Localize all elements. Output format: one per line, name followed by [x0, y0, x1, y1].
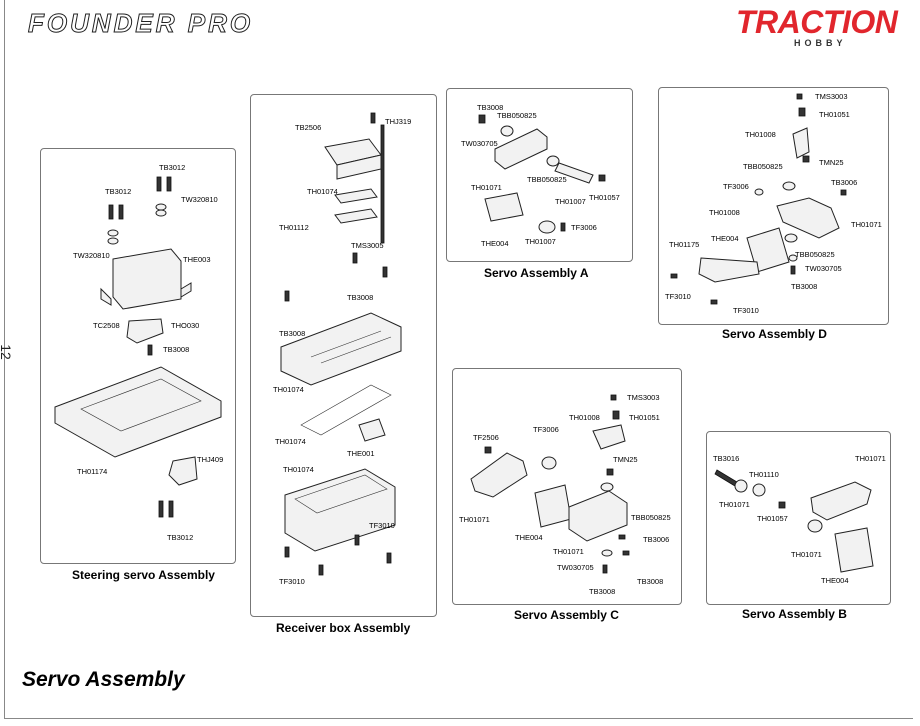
servo-b-diagram [714, 469, 874, 573]
part-label: TB3008 [791, 282, 818, 291]
servo-a-diagram [478, 114, 606, 234]
steering-servo-panel: TB3012 TB3012 TW320810 TW320810 THE003 T… [40, 148, 236, 564]
part-label: TH01007 [525, 237, 556, 246]
part-label: TB3012 [167, 533, 194, 542]
part-label: TBB050825 [631, 513, 671, 522]
founder-pro-logo: FOUNDER PRO [27, 8, 254, 39]
part-label: TF3010 [369, 521, 395, 530]
part-label: TH01008 [709, 208, 740, 217]
part-label: TH01007 [555, 197, 586, 206]
part-label: TF3010 [665, 292, 691, 301]
part-label: TMN25 [613, 455, 638, 464]
part-label: TBB050825 [497, 111, 537, 120]
receiver-box-title: Receiver box Assembly [276, 621, 411, 635]
part-label: TBB050825 [795, 250, 835, 259]
part-label: TH01175 [669, 240, 700, 249]
part-label: TB3008 [589, 587, 616, 596]
part-label: TC2508 [93, 321, 120, 330]
part-label: TMS3003 [815, 92, 848, 101]
part-label: TH01071 [719, 500, 750, 509]
part-label: TF2506 [473, 433, 499, 442]
part-label: TH01074 [273, 385, 304, 394]
part-label: TH01051 [629, 413, 660, 422]
part-label: TH01074 [307, 187, 338, 196]
part-label: TW320810 [73, 251, 110, 260]
part-label: TW030705 [557, 563, 594, 572]
part-label: TH01008 [745, 130, 776, 139]
part-label: TH01071 [553, 547, 584, 556]
part-label: TB3006 [643, 535, 670, 544]
page-number: 12 [0, 344, 14, 360]
part-label: TH01071 [851, 220, 882, 229]
part-label: TH01074 [283, 465, 314, 474]
servo-assembly-a-title: Servo Assembly A [484, 266, 589, 280]
part-label: THE004 [711, 234, 739, 243]
part-label: TH01074 [275, 437, 306, 446]
brand-sub: HOBBY [794, 38, 847, 48]
part-label: TH01051 [819, 110, 850, 119]
part-label: TH01071 [471, 183, 502, 192]
part-label: THJ409 [197, 455, 224, 464]
part-label: TB3008 [279, 329, 306, 338]
part-label: TB3008 [347, 293, 374, 302]
servo-c-diagram [470, 394, 630, 574]
part-label: THE004 [515, 533, 543, 542]
part-label: TB3006 [831, 178, 858, 187]
part-label: TF3006 [533, 425, 559, 434]
part-label: TH01071 [855, 454, 886, 463]
part-label: TB3012 [159, 163, 186, 172]
part-label: TH01057 [757, 514, 788, 523]
part-label: TF3010 [733, 306, 759, 315]
traction-hobby-logo: TRACTION HOBBY [736, 4, 898, 48]
part-label: THJ319 [385, 117, 412, 126]
part-label: TF3006 [571, 223, 597, 232]
brand-name: TRACTION [736, 4, 898, 40]
servo-assembly-b-panel: TB3016 TH01110 TH01071 TH01071 TH01057 T… [706, 431, 891, 605]
receiver-box-diagram [280, 112, 402, 576]
part-label: TH01057 [589, 193, 620, 202]
part-label: TH01112 [279, 223, 309, 232]
part-label: TB3012 [105, 187, 132, 196]
part-label: TBB050825 [743, 162, 783, 171]
part-label: TF3006 [723, 182, 749, 191]
part-label: TH01008 [569, 413, 600, 422]
part-label: THE001 [347, 449, 375, 458]
servo-assembly-d-panel: TMS3003 TH01051 TH01008 TMN25 TBB050825 … [658, 87, 889, 325]
part-label: THO030 [171, 321, 200, 330]
part-label: TMS3005 [351, 241, 384, 250]
part-label: THE003 [183, 255, 211, 264]
part-label: TMN25 [819, 158, 844, 167]
part-label: TW320810 [181, 195, 218, 204]
steering-servo-diagram [54, 176, 222, 518]
part-label: TB3008 [163, 345, 190, 354]
servo-assembly-d-title: Servo Assembly D [722, 327, 827, 341]
part-label: TBB050825 [527, 175, 567, 184]
servo-assembly-c-title: Servo Assembly C [514, 608, 619, 622]
part-label: THE004 [821, 576, 849, 585]
page-border [4, 0, 913, 719]
part-label: TB3016 [713, 454, 740, 463]
part-label: TB2506 [295, 123, 322, 132]
page-title: Servo Assembly [22, 668, 185, 691]
part-label: TB3008 [477, 103, 504, 112]
part-label: TB3008 [637, 577, 664, 586]
part-label: TW030705 [461, 139, 498, 148]
part-label: TF3010 [279, 577, 305, 586]
servo-d-diagram [670, 93, 847, 305]
part-label: TW030705 [805, 264, 842, 273]
servo-assembly-b-title: Servo Assembly B [742, 607, 847, 621]
servo-assembly-a-panel: TB3008 TBB050825 TW030705 TH01071 TBB050… [446, 88, 633, 262]
part-label: TH01174 [77, 467, 108, 476]
part-label: TMS3003 [627, 393, 660, 402]
part-label: TH01071 [459, 515, 490, 524]
steering-servo-title: Steering servo Assembly [72, 568, 215, 582]
part-label: TH01071 [791, 550, 822, 559]
receiver-box-panel: TB2506 THJ319 TH01074 TH01112 TMS3005 TB… [250, 94, 437, 617]
part-label: THE004 [481, 239, 509, 248]
part-label: TH01110 [749, 470, 779, 479]
servo-assembly-c-panel: TMS3003 TH01008 TH01051 TF2506 TF3006 TM… [452, 368, 682, 605]
